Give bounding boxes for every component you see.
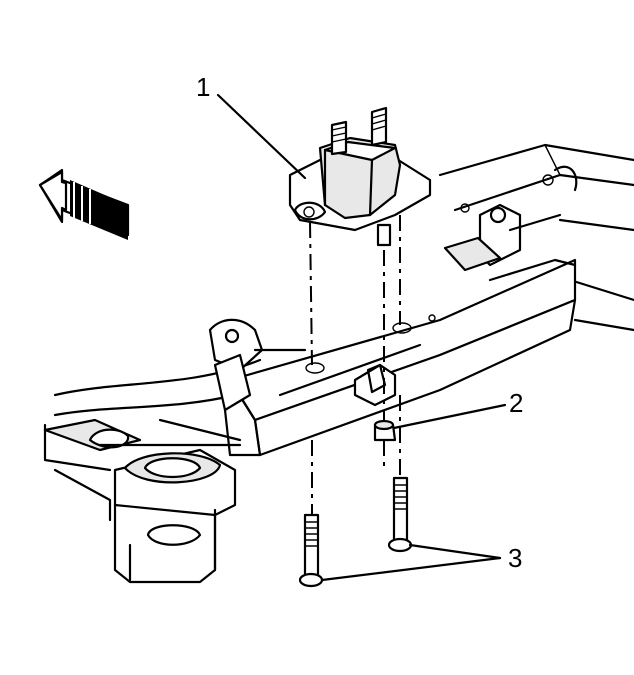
front-direction-arrow-icon [38,168,130,240]
crossmember-beam [208,203,577,457]
callout-2: 2 [509,388,523,418]
bolt-left [298,513,324,588]
callout-3: 3 [508,543,522,573]
bolt-right [387,476,413,553]
leader-line-3b [320,556,502,582]
leader-line-2 [392,403,507,430]
frame-background [438,143,634,332]
callout-1: 1 [196,72,210,102]
leader-line-3a [408,543,502,560]
nut [373,419,397,442]
alignment-lines [309,215,401,515]
front-crossmember-block [113,448,237,584]
leader-line-1 [216,93,307,180]
lower-frame [43,358,262,522]
engine-mount [288,106,432,247]
leader-lines [216,93,507,582]
